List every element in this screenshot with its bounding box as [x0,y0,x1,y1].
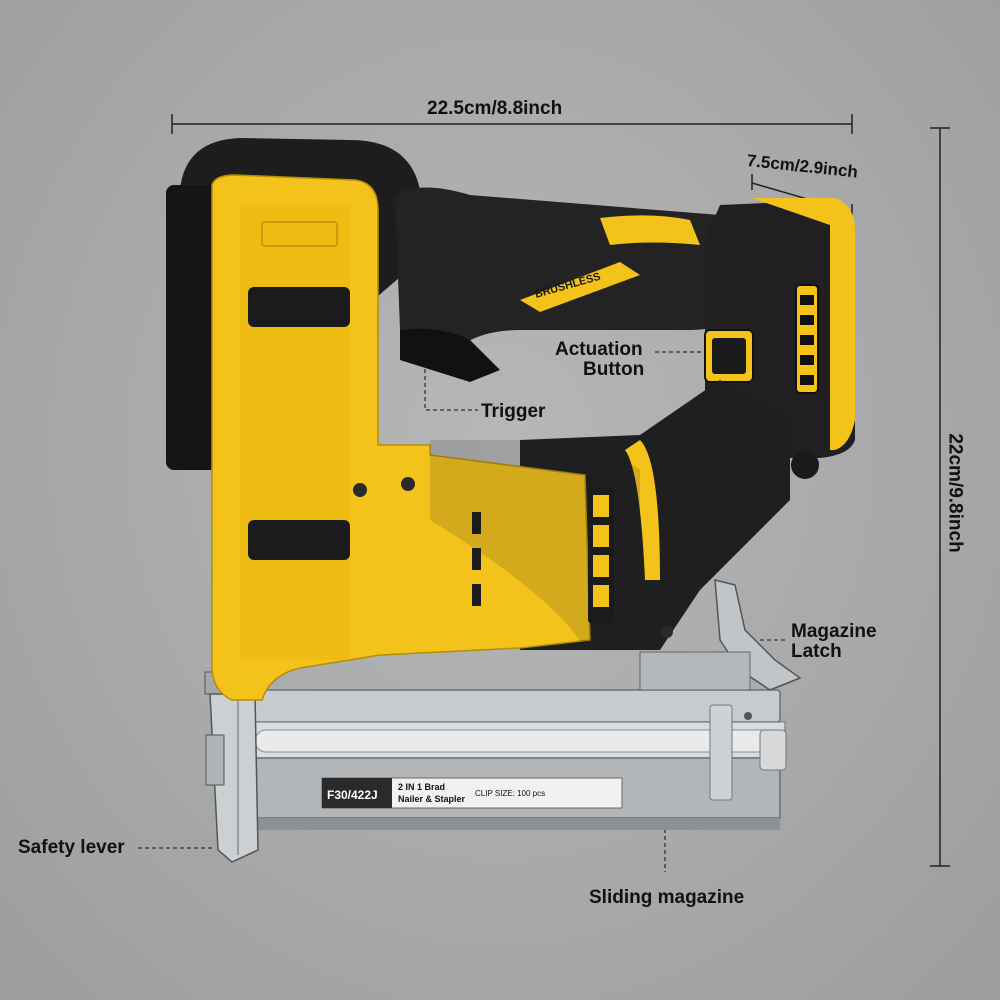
safety-lever-label: Safety lever [18,837,125,858]
actuation-button-label-line1: Actuation [555,339,643,360]
model-text: F30/422J [327,788,378,802]
trigger-label: Trigger [481,401,546,422]
clip-size-text: CLIP SIZE: 100 pcs [475,789,545,798]
height-dimension-label: 22cm/9.8inch [944,433,966,553]
width-dimension-label: 22.5cm/8.8inch [427,98,563,119]
sliding-magazine-label: Sliding magazine [589,887,745,908]
yellow-housing [211,174,673,701]
magazine [239,689,787,830]
magazine-latch [639,579,802,691]
dimension-lines [171,114,950,867]
actuation-button-label-line2: Button [583,359,645,380]
magazine-latch-label-line1: Magazine [791,621,877,642]
type-text-line2: Nailer & Stapler [398,794,466,804]
type-text-line1: 2 IN 1 Brad [398,782,445,792]
magazine-latch-label-line2: Latch [791,641,842,662]
